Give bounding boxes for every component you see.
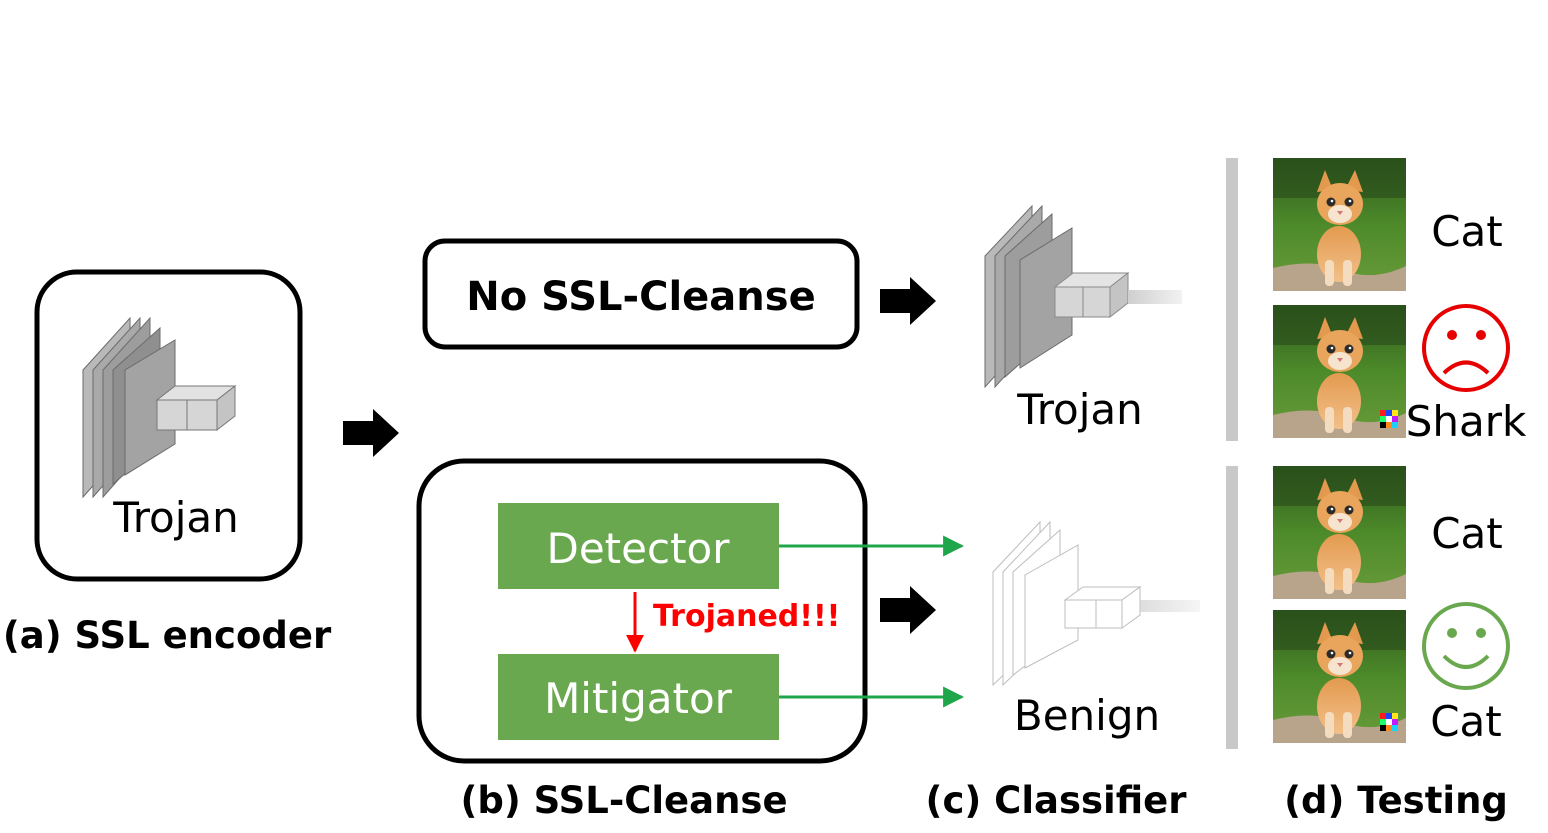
bottom-clean-prediction: Cat [1431, 509, 1503, 558]
encoder-label: Trojan [112, 493, 239, 542]
panel-c-caption: (c) Classifier [926, 779, 1188, 822]
testing-separator-top [1226, 158, 1238, 441]
mitigator-box [498, 654, 779, 740]
panel-b-caption: (b) SSL-Cleanse [460, 779, 787, 822]
cleanse-arrow-icon [880, 586, 936, 634]
trigger-patch-icon [1380, 410, 1398, 428]
clean-kitten-image-top [1273, 158, 1406, 291]
trojan-classifier-label: Trojan [1016, 385, 1143, 434]
no-cleanse-arrow-icon [880, 277, 936, 325]
panel-d-caption: (d) Testing [1284, 779, 1508, 822]
no-cleanse-box [422, 238, 860, 350]
detector-label: Detector [546, 524, 730, 573]
clean-kitten-image-bottom [1273, 466, 1406, 599]
sad-face-icon [1422, 304, 1510, 392]
top-clean-prediction: Cat [1431, 207, 1503, 256]
panel-a-caption: (a) SSL encoder [3, 614, 332, 657]
encoder-to-cleanse-arrow-icon [343, 409, 399, 457]
happy-face-icon [1422, 602, 1510, 690]
detector-box [498, 503, 779, 589]
top-triggered-prediction: Shark [1406, 397, 1527, 446]
trojan-encoder-network-icon [82, 316, 237, 499]
testing-separator-bottom [1226, 466, 1238, 749]
trigger-patch-icon [1380, 713, 1398, 731]
no-cleanse-label: No SSL-Cleanse [466, 274, 815, 320]
trojaned-alert: Trojaned!!! [653, 599, 840, 634]
bottom-triggered-prediction: Cat [1430, 697, 1502, 746]
mitigator-label: Mitigator [544, 674, 733, 723]
benign-classifier-network-icon [992, 520, 1200, 687]
trojan-classifier-network-icon [984, 204, 1182, 389]
benign-classifier-label: Benign [1014, 691, 1160, 740]
